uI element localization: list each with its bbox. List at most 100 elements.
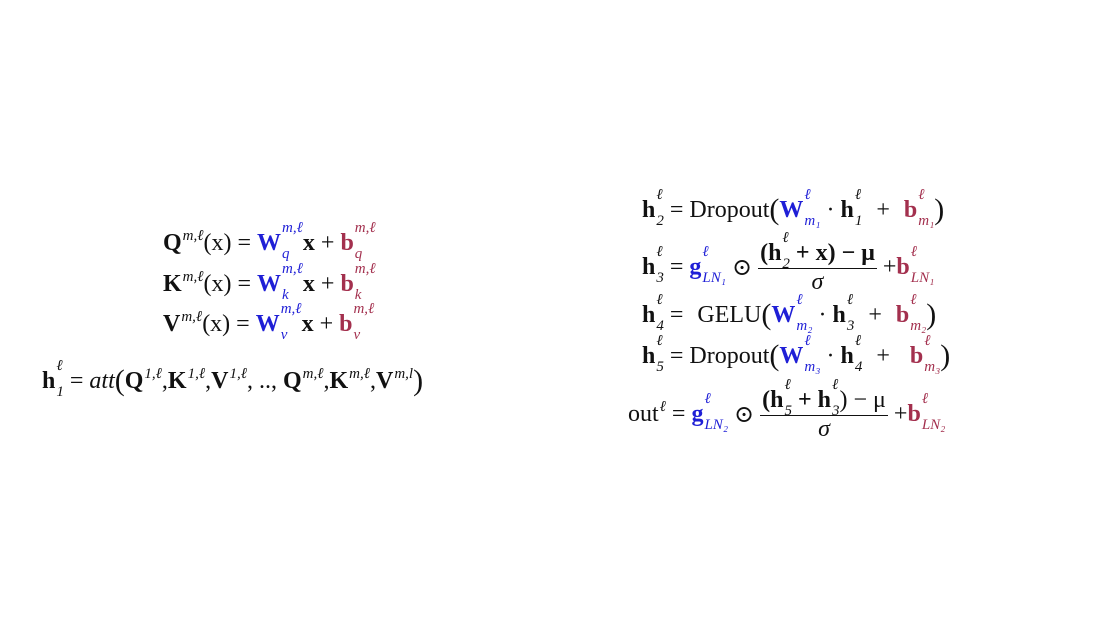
arg: (x) (203, 270, 232, 297)
close-paren: ) (413, 364, 424, 397)
sup: m,ℓ (354, 261, 376, 277)
h2-symbol: h (642, 196, 656, 223)
bias-m3: b (909, 342, 924, 369)
weight-v: W (255, 310, 280, 337)
sub: 3 (846, 318, 855, 334)
sup: ℓ (782, 230, 789, 246)
sub: 3 (656, 270, 664, 286)
sep: , (369, 367, 376, 394)
dropout-function: Dropout (689, 342, 770, 369)
sep: , .., (246, 367, 283, 394)
sup: m,ℓ (282, 220, 303, 236)
weight-k: W (257, 270, 282, 297)
sub: 1 (56, 384, 64, 400)
sup: ℓ (656, 292, 663, 308)
bias-ln1: b (896, 253, 910, 280)
open-paren: ( (114, 364, 125, 397)
plus: + (320, 229, 335, 256)
equals: = (669, 196, 684, 223)
sub: m₁ (918, 213, 935, 229)
sup: m,ℓ (282, 261, 303, 277)
h5-symbol: h (642, 342, 656, 369)
equals: = (671, 400, 686, 427)
sub: v (353, 327, 361, 343)
denominator: σ (811, 269, 824, 295)
sup: ℓ (854, 333, 862, 349)
sup: m,ℓ (182, 227, 204, 244)
denominator: σ (818, 416, 830, 442)
x: x (302, 270, 315, 297)
arg-qm: Q (282, 367, 302, 394)
equals: = (237, 270, 252, 297)
close-paren: ) (926, 298, 937, 331)
arg-q1: Q (124, 367, 144, 394)
arg-vm: V (375, 367, 394, 394)
equals: = (236, 310, 250, 337)
arg-km: K (329, 367, 349, 394)
num-h5: (h (762, 386, 784, 413)
sup: m,ℓ (181, 308, 203, 325)
v-symbol: V (163, 310, 181, 337)
close-paren: ) (934, 193, 945, 226)
h4-symbol: h (642, 301, 656, 328)
sep: , (323, 367, 330, 394)
arg: (x) (203, 229, 232, 256)
h1-symbol: h (840, 196, 854, 223)
x: x (302, 229, 315, 256)
equals: = (669, 301, 684, 328)
sup: ℓ (656, 187, 663, 203)
sub: LN₂ (921, 417, 946, 433)
sup: 1,ℓ (144, 365, 162, 382)
sup: m,ℓ (182, 268, 204, 285)
h3-symbol: h (642, 253, 656, 280)
sub: m₂ (910, 318, 927, 334)
weight-m3: W (779, 342, 804, 369)
sub: k (354, 287, 362, 303)
dot: · (818, 301, 827, 328)
sub: 1 (854, 213, 863, 229)
att-function: att (89, 367, 115, 394)
sup: ℓ (702, 244, 709, 260)
sub: 5 (656, 359, 664, 375)
sup: ℓ (918, 187, 925, 203)
h4-symbol: h (840, 342, 854, 369)
sub: m₂ (796, 318, 813, 334)
sup: ℓ (804, 187, 811, 203)
sep: , (161, 367, 168, 394)
sub: m₁ (804, 213, 821, 229)
open-paren: ( (761, 298, 772, 331)
num-rest: ) − μ (839, 386, 886, 413)
sup: 1,ℓ (187, 365, 206, 382)
sup: ℓ (796, 292, 803, 308)
weight-q: W (257, 229, 282, 256)
sup: m,ℓ (302, 365, 324, 382)
sub: q (282, 246, 290, 262)
odot: ⊙ (734, 401, 755, 428)
sup: ℓ (910, 292, 917, 308)
sup: m,ℓ (280, 301, 302, 317)
dot: · (826, 196, 835, 223)
sub: LN₁ (702, 270, 726, 286)
sub: 3 (832, 403, 840, 419)
equals: = (69, 367, 84, 394)
dropout-function: Dropout (689, 196, 770, 223)
sub: 2 (656, 213, 664, 229)
equals: = (669, 342, 684, 369)
sub: 5 (784, 403, 792, 419)
sup: ℓ (659, 398, 666, 415)
plus: + (893, 400, 908, 427)
gelu-function: GELU (697, 301, 762, 328)
open-paren: ( (769, 193, 780, 226)
bias-m1: b (903, 196, 918, 223)
sub: LN₁ (910, 270, 935, 286)
gain-ln2: g (691, 400, 704, 427)
sup: ℓ (846, 292, 854, 308)
